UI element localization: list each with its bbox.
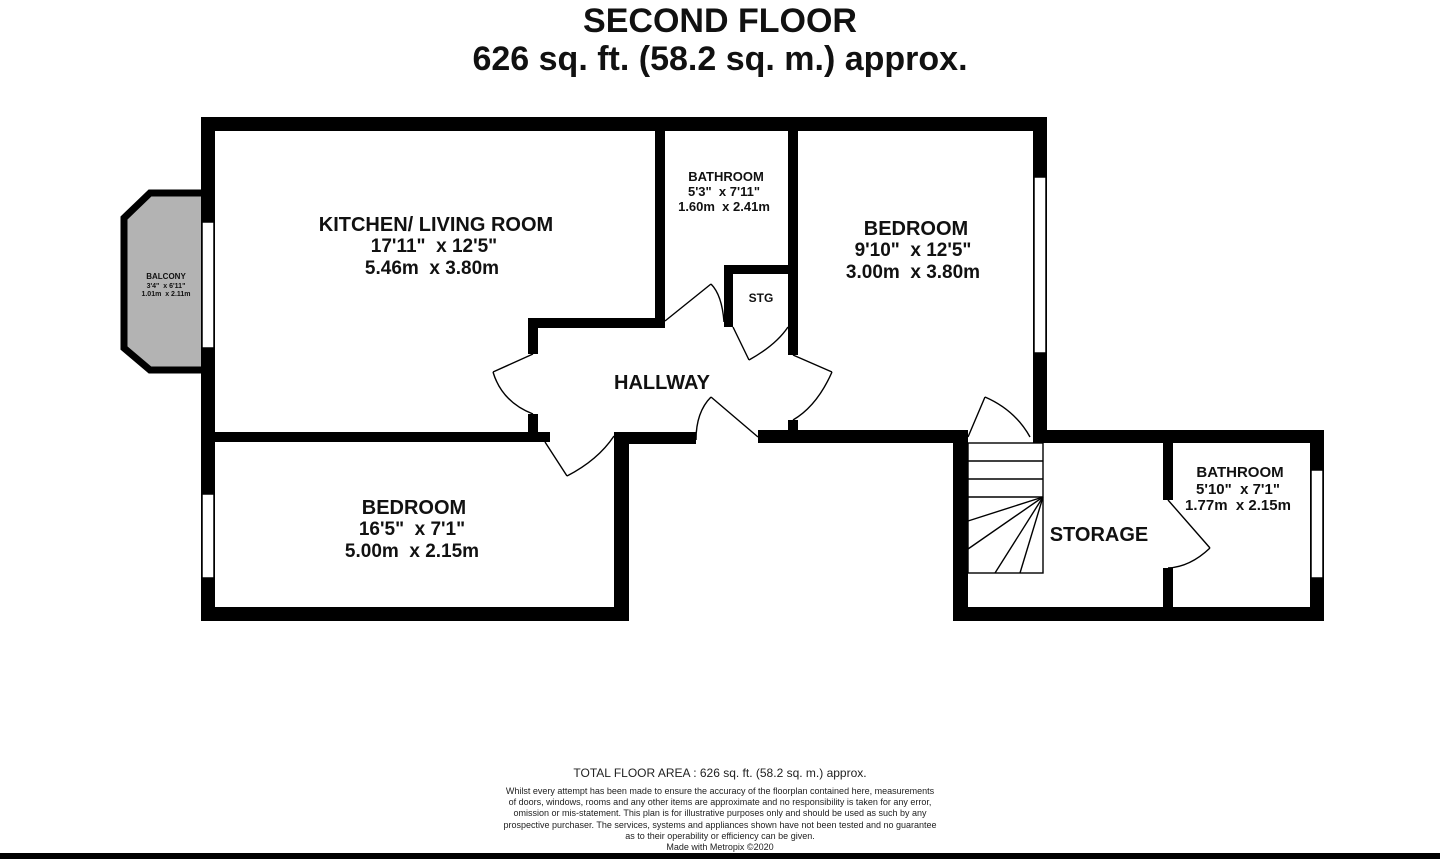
credit: Made with Metropix ©2020 bbox=[666, 842, 774, 852]
wall-kitchen-bedroom bbox=[201, 432, 550, 442]
door-bedroom-right bbox=[792, 354, 833, 421]
wall-bottom-left bbox=[201, 607, 629, 621]
door-kitchen bbox=[492, 353, 534, 415]
walls bbox=[201, 117, 1324, 621]
wall-top bbox=[201, 117, 1047, 131]
bedroom-right-name: BEDROOM bbox=[864, 218, 968, 240]
balcony-metric: 1.01m x 2.11m bbox=[141, 291, 190, 298]
balcony-area bbox=[120, 189, 212, 374]
wall-storage-bottom bbox=[953, 607, 1324, 621]
door-bathroom-right bbox=[1167, 499, 1211, 569]
label-bathroom-right: BATHROOM 5'10" x 7'1" 1.77m x 2.15m bbox=[1185, 464, 1291, 514]
bathroom-top-imperial: 5'3" x 7'11" bbox=[688, 184, 760, 199]
total-floor-area: TOTAL FLOOR AREA : 626 sq. ft. (58.2 sq.… bbox=[573, 766, 867, 780]
bathroom-top-metric: 1.60m x 2.41m bbox=[678, 199, 770, 214]
door-stg bbox=[732, 326, 789, 361]
kitchen-name: KITCHEN/ LIVING ROOM bbox=[319, 214, 553, 236]
bedroom-bottom-imperial: 16'5" x 7'1" bbox=[359, 519, 465, 540]
kitchen-metric: 5.46m x 3.80m bbox=[365, 258, 499, 279]
wall-storage-top bbox=[1033, 430, 1324, 443]
plan-title: SECOND FLOOR bbox=[583, 2, 857, 40]
label-bedroom-bottom: BEDROOM 16'5" x 7'1" 5.00m x 2.15m bbox=[345, 497, 479, 562]
label-balcony: BALCONY 3'4" x 6'11" 1.01m x 2.11m bbox=[141, 272, 190, 298]
balcony-imperial: 3'4" x 6'11" bbox=[147, 283, 186, 290]
kitchen-imperial: 17'11" x 12'5" bbox=[371, 236, 497, 257]
disclaimer-line: prospective purchaser. The services, sys… bbox=[503, 819, 937, 830]
balcony-name: BALCONY bbox=[146, 272, 186, 281]
wall-bathroom-bedroom bbox=[788, 117, 798, 355]
wall-bedroom-bottom-right bbox=[614, 432, 629, 621]
stg-label: STG bbox=[749, 291, 774, 305]
wall-kitchen-bathroom bbox=[655, 117, 665, 328]
window-bedroom-right bbox=[1033, 176, 1047, 354]
wall-kitchen-partition-low bbox=[528, 414, 538, 440]
label-bedroom-right: BEDROOM 9'10" x 12'5" 3.00m x 3.80m bbox=[846, 218, 980, 283]
bedroom-right-imperial: 9'10" x 12'5" bbox=[855, 240, 972, 261]
label-bathroom-top: BATHROOM 5'3" x 7'11" 1.60m x 2.41m bbox=[678, 169, 770, 214]
bathroom-right-imperial: 5'10" x 7'1" bbox=[1196, 481, 1280, 498]
wall-kitchen-partition-v bbox=[528, 318, 538, 354]
wall-stg-left bbox=[724, 265, 733, 327]
wall-storage-bathroom-low bbox=[1163, 568, 1173, 621]
label-kitchen: KITCHEN/ LIVING ROOM 17'11" x 12'5" 5.46… bbox=[319, 214, 553, 279]
bathroom-top-name: BATHROOM bbox=[688, 169, 764, 184]
bedroom-right-metric: 3.00m x 3.80m bbox=[846, 262, 980, 283]
plan-subtitle: 626 sq. ft. (58.2 sq. m.) approx. bbox=[472, 40, 968, 78]
wall-bedroom-door-stub bbox=[788, 420, 798, 440]
window-bathroom-right bbox=[1310, 469, 1324, 579]
storage-label: STORAGE bbox=[1050, 524, 1149, 546]
wall-kitchen-partition-h bbox=[528, 318, 665, 328]
bedroom-bottom-name: BEDROOM bbox=[362, 497, 466, 519]
bathroom-right-name: BATHROOM bbox=[1196, 464, 1283, 481]
wall-storage-bathroom bbox=[1163, 430, 1173, 500]
door-bathroom bbox=[664, 283, 725, 323]
disclaimer: Whilst every attempt has been made to en… bbox=[420, 786, 1020, 842]
bedroom-bottom-metric: 5.00m x 2.15m bbox=[345, 541, 479, 562]
wall-hallway-bottom-right bbox=[758, 430, 968, 443]
wall-stg-top bbox=[724, 265, 798, 274]
staircase bbox=[967, 442, 1044, 574]
door-bedroom-bottom bbox=[544, 435, 615, 477]
bathroom-right-metric: 1.77m x 2.15m bbox=[1185, 497, 1291, 514]
bottom-bar bbox=[0, 853, 1440, 859]
wall-hallway-bottom-left bbox=[614, 432, 696, 444]
disclaimer-line: Whilst every attempt has been made to en… bbox=[505, 786, 935, 796]
window-bedroom-bottom bbox=[201, 493, 215, 579]
disclaimer-line: of doors, windows, rooms and any other i… bbox=[508, 797, 932, 808]
disclaimer-line: as to their operability or efficiency ca… bbox=[625, 830, 815, 841]
hallway-label: HALLWAY bbox=[614, 372, 711, 394]
window-balcony bbox=[201, 221, 215, 349]
wall-storage-left bbox=[953, 430, 968, 621]
disclaimer-line: omission or mis-statement. This plan is … bbox=[513, 808, 927, 819]
door-stairs bbox=[967, 396, 1031, 438]
door-front bbox=[695, 396, 759, 441]
